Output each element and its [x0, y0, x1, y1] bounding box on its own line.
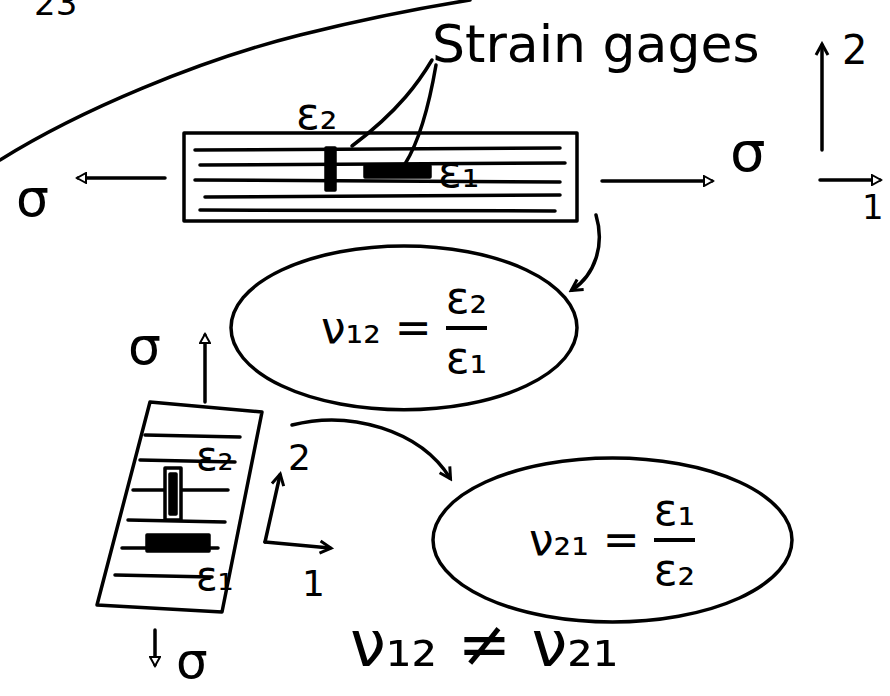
sketch-label: ε₂	[296, 92, 337, 136]
fraction: ε₁ ε₂	[654, 486, 695, 595]
formula-text: ν₂₁ =	[529, 516, 640, 564]
sketch-label: 2	[288, 440, 311, 476]
sketch-label: σ	[176, 636, 208, 686]
formula-text: ν₁₂ =	[321, 304, 432, 352]
formula-text: ε₂	[654, 546, 695, 594]
formula: ν₂₁ = ε₁ ε₂	[529, 486, 695, 595]
sketch-label: σ	[730, 124, 766, 180]
fraction-bar	[654, 538, 695, 542]
formula-text: ε₁	[654, 486, 695, 534]
formula-text: ε₁	[446, 334, 487, 382]
sketch-label: σ	[16, 172, 49, 224]
sketch-label: ε₁	[438, 150, 479, 194]
sketch-label: σ	[128, 320, 161, 372]
sketch-label: ε₂	[196, 436, 234, 476]
formula-bubble: ν₁₂ = ε₂ ε₁	[228, 243, 580, 413]
formula: ν₁₂ = ε₂ ε₁	[321, 274, 487, 383]
formula-bubble: ν₂₁ = ε₁ ε₂	[430, 455, 795, 625]
formula-text: ε₂	[446, 274, 487, 322]
sketch-label: Strain gages	[432, 18, 760, 70]
sketch-label: 2	[842, 30, 867, 70]
sketch-label: 1	[862, 190, 884, 224]
sketch-label: 23	[34, 0, 77, 20]
sketch-label: ε₁	[196, 556, 234, 596]
fraction-bar	[446, 326, 487, 330]
sketch-label: 1	[302, 566, 325, 602]
fraction: ε₂ ε₁	[446, 274, 487, 383]
